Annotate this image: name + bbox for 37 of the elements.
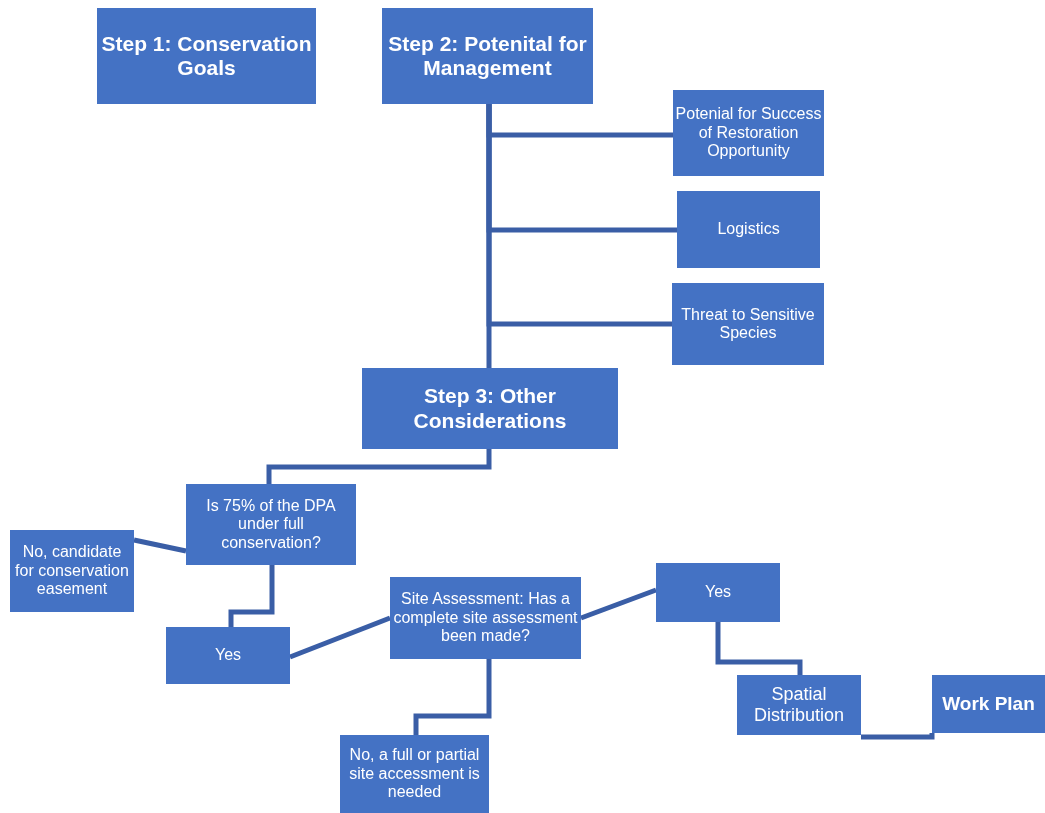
box-label: Step 3: Other Considerations [412, 384, 568, 433]
process-box [673, 90, 824, 176]
box-label: Site Assessment: Has a complete site assessment been made? [392, 590, 579, 646]
box-label: No, a full or partial site accessment is needed [348, 746, 481, 802]
box-label: Work Plan [942, 693, 1035, 715]
process-box [932, 675, 1045, 733]
process-box [737, 675, 861, 735]
box-label: Spatial Distribution [752, 684, 845, 726]
connector-line [133, 537, 187, 554]
connector-line [715, 622, 803, 675]
process-box [97, 8, 316, 104]
box-label: Is 75% of the DPA under full conservation? [205, 496, 337, 553]
connector-line [228, 565, 275, 627]
connector-line [266, 449, 492, 484]
process-box [677, 191, 820, 268]
process-box [656, 563, 780, 622]
process-box [382, 8, 593, 104]
process-box [166, 627, 290, 684]
box-label: No, candidate for conservation easement [14, 543, 130, 599]
box-label: Threat to Sensitive Species [680, 305, 816, 343]
box-label: Potenial for Success of Restoration Opportunity [675, 105, 822, 161]
process-box [186, 484, 356, 565]
connector-line [486, 104, 492, 368]
connector-line [580, 587, 657, 621]
connector-line [289, 615, 391, 660]
connector-line [413, 659, 492, 735]
box-label: Step 2: Potenital for Management [387, 31, 588, 81]
process-box [362, 368, 618, 449]
process-box [10, 530, 134, 612]
process-box [340, 735, 489, 813]
process-box [672, 283, 824, 365]
process-box [390, 577, 581, 659]
box-label: Step 1: Conservation Goals [100, 31, 313, 81]
box-label: Logistics [717, 220, 780, 239]
connector-line [861, 733, 935, 740]
box-label: Yes [214, 646, 242, 665]
box-label: Yes [704, 583, 732, 602]
